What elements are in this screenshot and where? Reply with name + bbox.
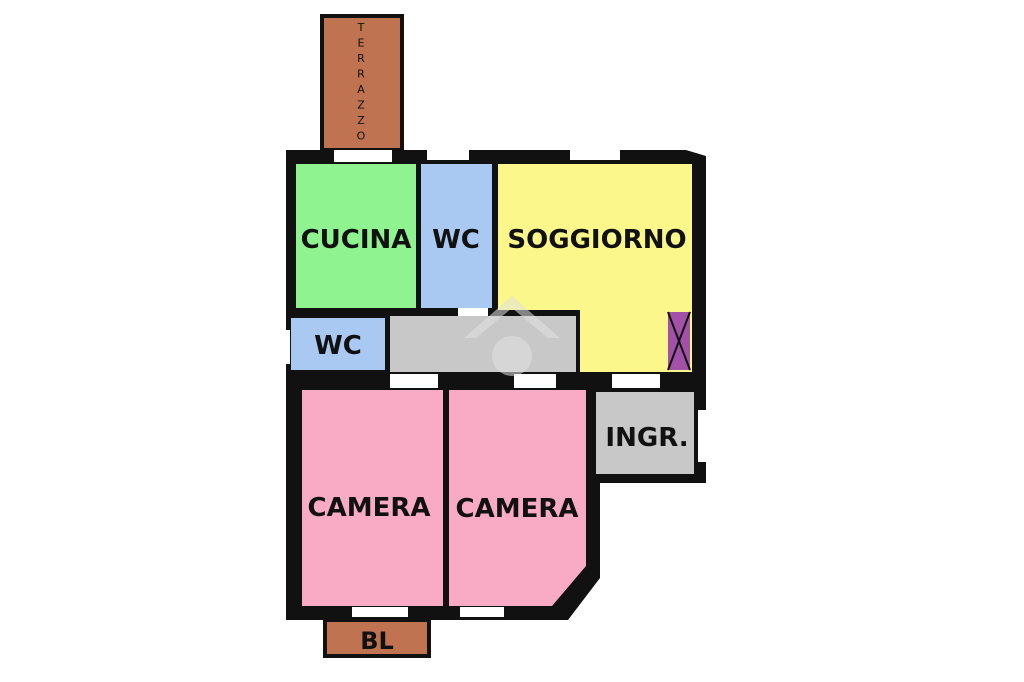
window-cucina (334, 150, 392, 162)
room-camera-left: CAMERA (302, 390, 443, 606)
door-wc-top (458, 308, 488, 316)
window-soggiorno (570, 150, 620, 160)
door-camera-right (514, 374, 556, 388)
door-ingresso (612, 374, 660, 388)
window-camera-left (352, 607, 408, 617)
room-label-balcone: BL (360, 627, 394, 655)
window-wc-top (427, 150, 469, 160)
window-wc-left (274, 330, 290, 364)
closet-cross-b (667, 311, 691, 371)
watermark-logo-icon (464, 296, 560, 376)
room-camera-right: CAMERA (449, 390, 586, 606)
entrance-opening (698, 412, 708, 460)
openings (274, 150, 708, 617)
room-balcone: BL (323, 618, 431, 658)
room-label-soggiorno: SOGGIORNO (507, 225, 686, 255)
room-soggiorno: SOGGIORNO (498, 164, 692, 372)
room-label-camera-right: CAMERA (456, 494, 579, 524)
room-cucina: CUCINA (296, 164, 416, 308)
room-label-ingresso: INGR. (605, 423, 688, 453)
room-ingresso-fill: INGR. (596, 392, 694, 474)
room-label-camera-left: CAMERA (308, 493, 431, 523)
room-label-cucina: CUCINA (301, 225, 412, 255)
room-label-wc-left: WC (314, 331, 362, 361)
door-camera-left (390, 374, 438, 388)
room-wc-left: WC (291, 318, 385, 370)
room-wc-top: WC (421, 164, 492, 308)
closet (667, 311, 691, 371)
window-camera-right (460, 607, 504, 617)
room-label-wc-top: WC (432, 225, 480, 255)
